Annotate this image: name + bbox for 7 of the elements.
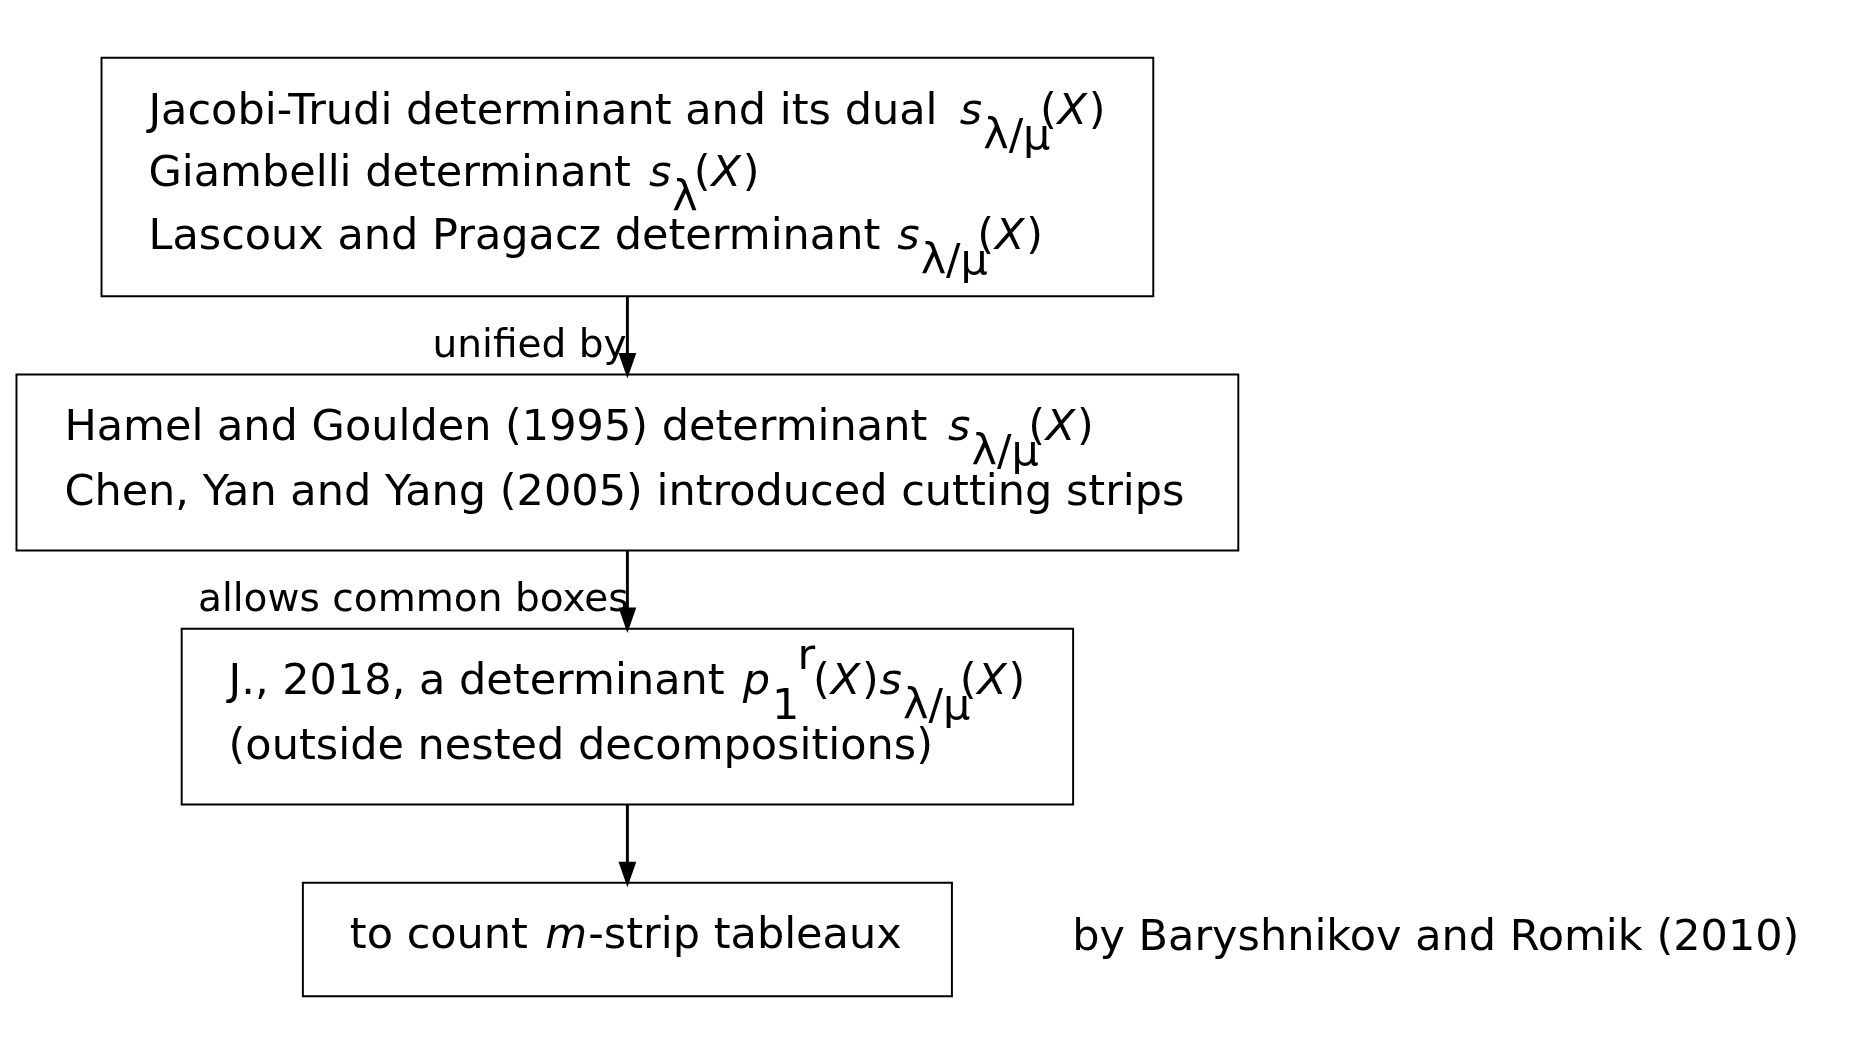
node-box: to count m-strip tableaux (301, 881, 953, 998)
node-label: by Baryshnikov and Romik (2010) (1072, 910, 1800, 961)
edge-label: unified by (432, 320, 627, 366)
arrow (618, 550, 637, 634)
arrow (618, 804, 637, 888)
edge-label: allows common boxes (197, 575, 629, 621)
arrow (618, 296, 637, 379)
